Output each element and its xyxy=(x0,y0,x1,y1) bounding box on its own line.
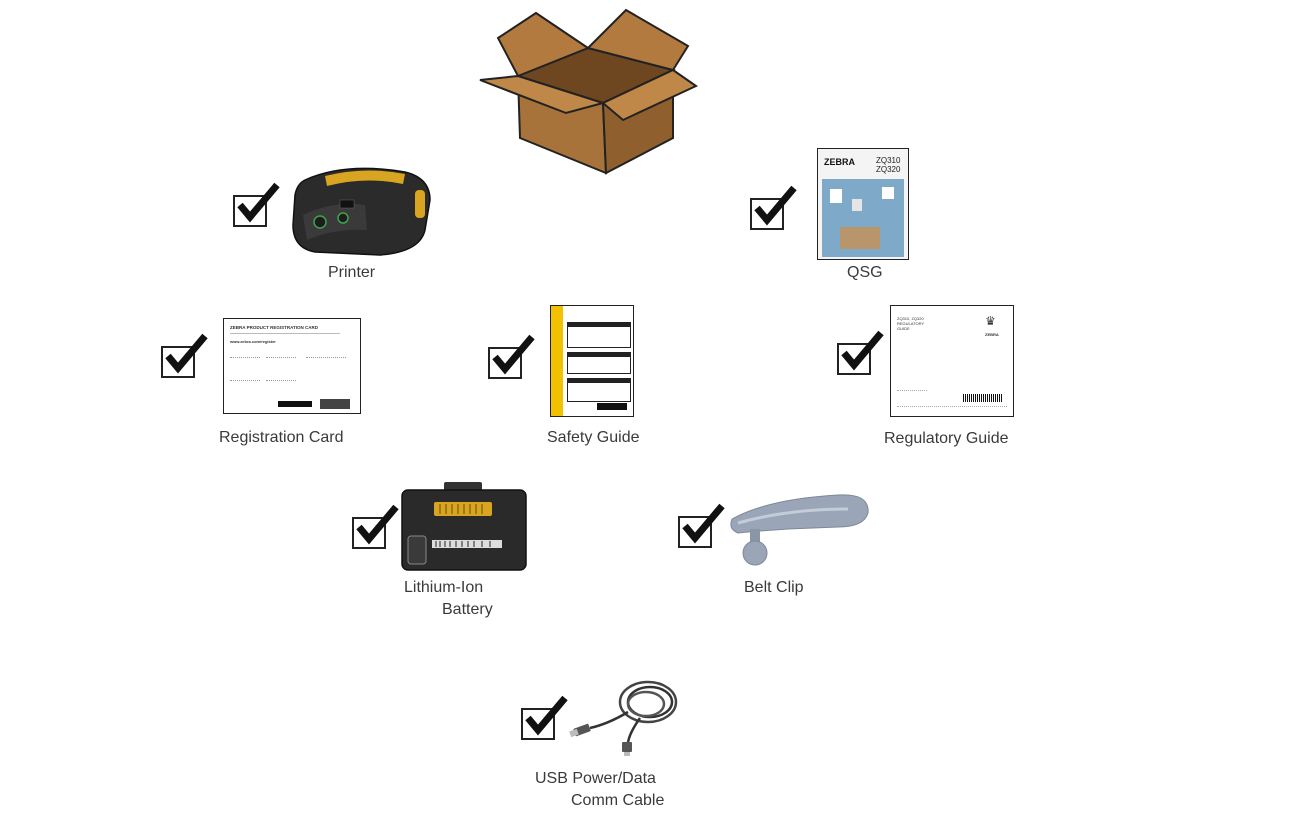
regulatory-doc-title: ZQ310, ZQ320 REGULATORY GUIDE xyxy=(897,316,925,331)
registration-card-title: ZEBRA PRODUCT REGISTRATION CARD xyxy=(230,325,318,330)
qsg-model-1: ZQ310 xyxy=(876,156,901,165)
qsg-checkbox[interactable] xyxy=(750,185,797,230)
safety-checkbox[interactable] xyxy=(488,334,535,379)
printer-label: Printer xyxy=(328,264,376,281)
battery-label-line1: Lithium-Ion xyxy=(404,579,484,596)
safety-guide-booklet xyxy=(550,305,634,417)
beltclip-label: Belt Clip xyxy=(744,579,804,596)
battery-image xyxy=(401,482,527,571)
regulatory-checkbox[interactable] xyxy=(837,330,884,375)
qsg-label: QSG xyxy=(847,264,883,281)
registration-card-url: www.zebra.com/register xyxy=(230,339,276,344)
registration-card-logo-icon xyxy=(320,399,350,409)
qsg-booklet: ZEBRA ZQ310 ZQ320 xyxy=(817,148,909,260)
regulatory-guide-booklet: ZQ310, ZQ320 REGULATORY GUIDE ♛ ZEBRA xyxy=(890,305,1014,417)
cardboard-box-illustration xyxy=(479,8,698,175)
regulatory-brand: ZEBRA xyxy=(985,332,999,337)
safety-guide-stripe xyxy=(551,306,563,416)
usb-cable-image xyxy=(569,680,678,756)
safety-label: Safety Guide xyxy=(547,429,640,446)
battery-label-line2: Battery xyxy=(442,601,493,618)
cable-label-line2: Comm Cable xyxy=(571,792,665,809)
registration-card: ZEBRA PRODUCT REGISTRATION CARD www.zebr… xyxy=(223,318,361,414)
cable-checkbox[interactable] xyxy=(521,695,568,740)
belt-clip-image xyxy=(730,494,869,566)
beltclip-checkbox[interactable] xyxy=(678,503,725,548)
printer-image xyxy=(292,167,431,256)
cable-label-line1: USB Power/Data xyxy=(535,770,656,787)
qsg-model-2: ZQ320 xyxy=(876,165,901,174)
printer-checkbox[interactable] xyxy=(233,182,280,227)
registration-label: Registration Card xyxy=(219,429,344,446)
zebra-head-icon: ♛ xyxy=(985,314,996,328)
qsg-cover-illustration xyxy=(822,179,904,257)
regulatory-label: Regulatory Guide xyxy=(884,430,1009,447)
registration-checkbox[interactable] xyxy=(161,333,208,378)
zebra-logo-icon: ZEBRA xyxy=(824,157,855,167)
battery-checkbox[interactable] xyxy=(352,504,399,549)
